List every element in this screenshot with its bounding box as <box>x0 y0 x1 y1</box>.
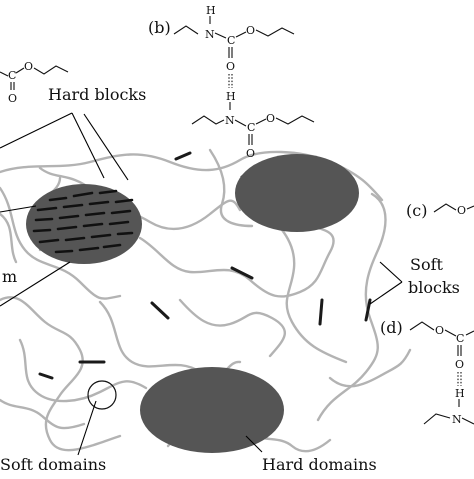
hard-segment <box>318 298 324 326</box>
svg-text:N: N <box>452 413 462 426</box>
hard-domain-bottom <box>140 367 284 453</box>
structure-b-urethane-pair: H N C O O H N C O O <box>173 4 315 160</box>
svg-text:C: C <box>8 69 16 82</box>
svg-text:O: O <box>266 112 275 125</box>
svg-text:H: H <box>226 90 236 103</box>
structure-c-ether-fragment: O <box>433 203 474 217</box>
svg-text:O: O <box>457 204 466 217</box>
label-d: (d) <box>380 318 403 337</box>
text-labels: Hard blocks Soft blocks Soft domains Har… <box>0 18 460 474</box>
svg-text:O: O <box>246 24 255 37</box>
hard-domains-label: Hard domains <box>262 455 377 474</box>
hard-domains <box>26 154 359 453</box>
clipped-label-m: m <box>2 267 17 286</box>
svg-text:O: O <box>226 60 235 73</box>
soft-blocks-label-line2: blocks <box>408 278 460 297</box>
svg-text:C: C <box>227 34 235 47</box>
svg-text:C: C <box>456 332 464 345</box>
hard-domain-aligned <box>26 184 142 264</box>
svg-text:N: N <box>205 28 215 41</box>
hard-segment <box>150 301 170 320</box>
hard-segment <box>174 151 192 161</box>
aligned-hard-blocks <box>32 189 134 254</box>
svg-text:O: O <box>8 92 17 105</box>
structure-a-fragment: C O O <box>0 60 69 105</box>
soft-blocks-label-line1: Soft <box>410 255 444 274</box>
label-b: (b) <box>148 18 171 37</box>
svg-text:O: O <box>455 358 464 371</box>
hard-blocks-label: Hard blocks <box>48 85 146 104</box>
svg-text:H: H <box>206 4 216 17</box>
pointer-lines <box>0 112 403 456</box>
label-c: (c) <box>406 201 427 220</box>
soft-domains-label: Soft domains <box>0 455 106 474</box>
dispersed-hard-segments <box>38 151 372 380</box>
svg-text:O: O <box>246 147 255 160</box>
svg-text:C: C <box>247 121 255 134</box>
svg-text:O: O <box>24 60 33 73</box>
hard-segment <box>364 298 372 322</box>
structure-d-fragment: O C O H N <box>409 321 474 426</box>
svg-text:H: H <box>455 387 465 400</box>
svg-text:N: N <box>225 114 235 127</box>
hard-segment <box>38 372 54 380</box>
hard-segment <box>230 266 254 280</box>
hard-domain-upper-right <box>235 154 359 232</box>
soft-domain-circle <box>87 380 117 410</box>
svg-text:O: O <box>435 324 444 337</box>
